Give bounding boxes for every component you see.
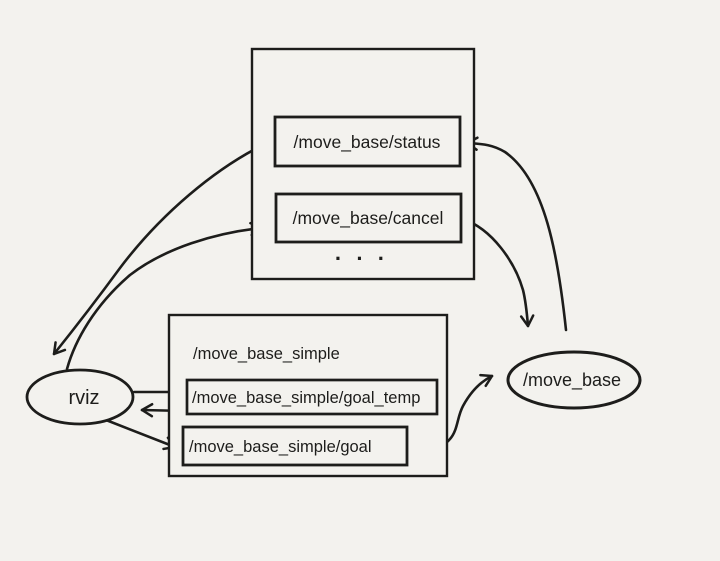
- move-base-node: /move_base: [506, 350, 642, 410]
- rviz-node-label: rviz: [68, 387, 99, 409]
- topic-label-move-base-cancel: /move_base/cancel: [293, 208, 444, 229]
- topic-box-move-base-cancel: [274, 192, 463, 244]
- topic-box-move-base-status: [273, 115, 462, 168]
- topic-label-goal: /move_base_simple/goal: [189, 438, 372, 456]
- edge-status-to-rviz-arrow: [52, 141, 269, 356]
- edge-cancel-to-movebase-arrow: [461, 217, 535, 328]
- edge-rviz-to-goal-arrow: [104, 418, 177, 451]
- edge-rviz-to-cancel-arrow: [65, 221, 263, 371]
- topic-box-goal-temp: [185, 378, 439, 416]
- move-base-simple-group-label: /move_base_simple: [193, 345, 340, 363]
- topic-box-goal: [181, 425, 409, 467]
- move-base-action-group: /move_base/status /move_base/cancel · · …: [250, 47, 476, 281]
- more-topics-ellipsis: · · ·: [335, 246, 389, 271]
- edge-movebase-to-status-arrow: [465, 136, 568, 332]
- move-base-node-label: /move_base: [523, 370, 621, 391]
- move-base-node-ellipse: [506, 350, 642, 410]
- move-base-simple-group: /move_base_simple /move_base_simple/goal…: [167, 313, 449, 478]
- topic-label-goal-temp: /move_base_simple/goal_temp: [192, 389, 420, 407]
- rviz-node: rviz: [25, 368, 135, 426]
- topic-label-move-base-status: /move_base/status: [294, 132, 441, 153]
- rviz-node-ellipse: [25, 368, 135, 426]
